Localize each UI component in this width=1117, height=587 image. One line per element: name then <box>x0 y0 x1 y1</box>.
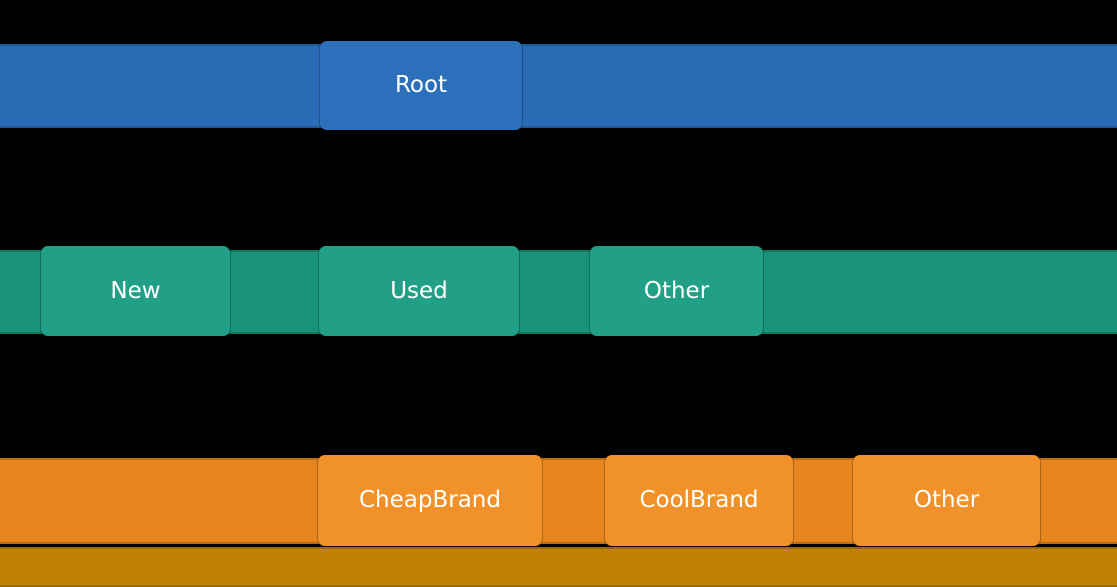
node-label: New <box>110 277 161 304</box>
node-tile-depth2-cheapbrand[interactable]: CheapBrand <box>318 455 542 546</box>
node-label: Other <box>643 277 710 304</box>
depth-0-background-bar[interactable] <box>0 44 1117 128</box>
node-tile-depth0-root[interactable]: Root <box>320 41 522 130</box>
node-tile-depth1-new[interactable]: New <box>41 246 230 336</box>
depth-3-background-bar[interactable] <box>0 547 1117 587</box>
node-label: CoolBrand <box>639 487 759 513</box>
node-label: Used <box>390 277 448 304</box>
node-label: Other <box>913 487 980 513</box>
node-label: Root <box>394 72 448 98</box>
node-tile-depth1-other[interactable]: Other <box>590 246 763 336</box>
node-tile-depth2-coolbrand[interactable]: CoolBrand <box>605 455 793 546</box>
node-tile-depth1-used[interactable]: Used <box>319 246 519 336</box>
node-tile-depth2-other[interactable]: Other <box>853 455 1040 546</box>
node-label: CheapBrand <box>359 487 501 513</box>
